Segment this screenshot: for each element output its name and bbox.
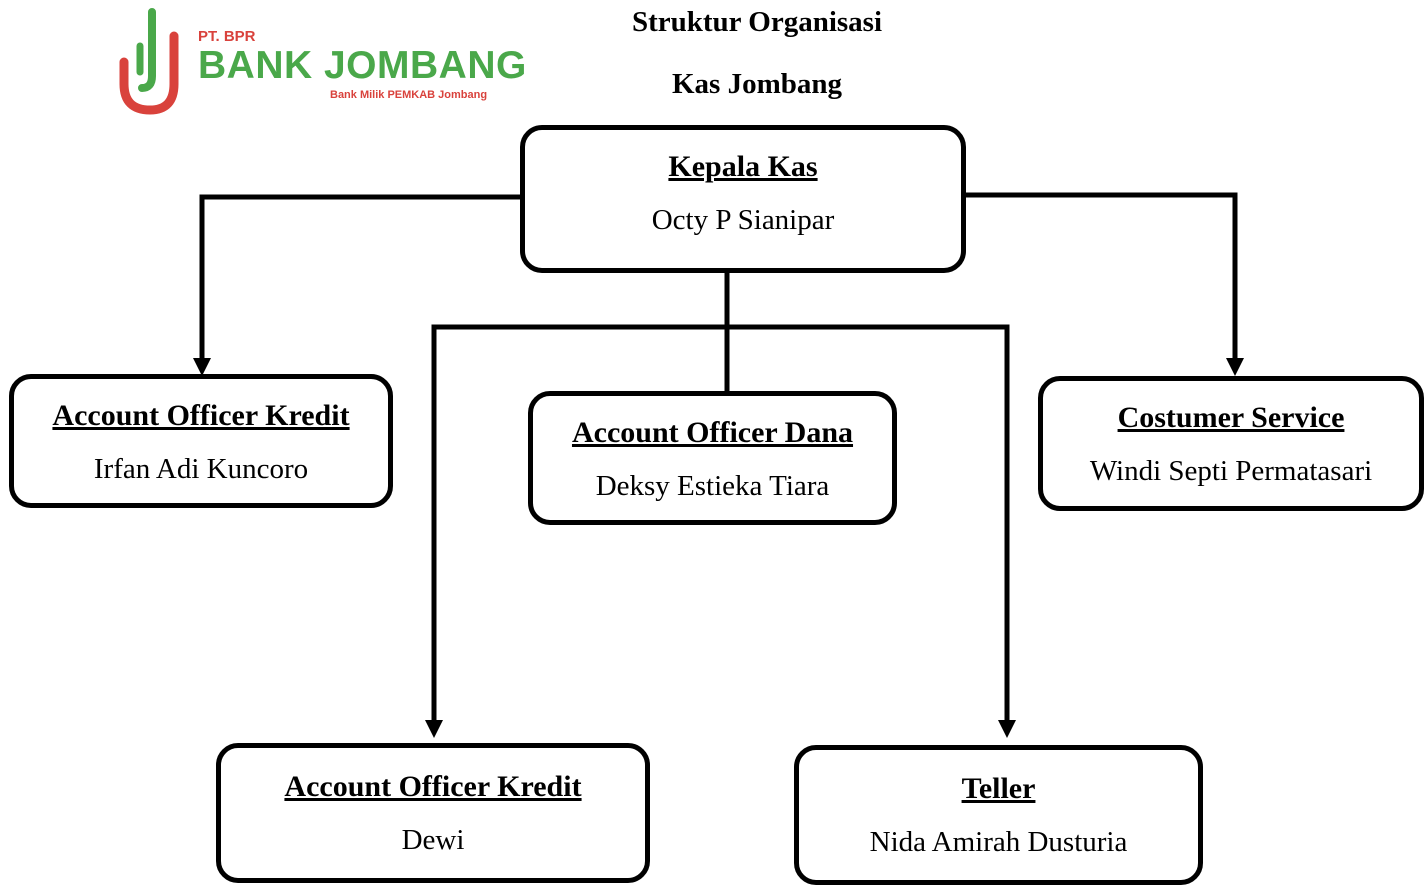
node-account-officer-dana: Account Officer Dana Deksy Estieka Tiara bbox=[528, 391, 897, 525]
node-role: Account Officer Dana bbox=[571, 416, 854, 449]
logo-pt-text: PT. BPR bbox=[198, 28, 256, 45]
node-role: Teller bbox=[961, 772, 1036, 805]
node-person: Windi Septi Permatasari bbox=[1089, 455, 1373, 487]
bank-logo: PT. BPR BANK JOMBANG Bank Milik PEMKAB J… bbox=[112, 6, 526, 116]
node-role: Kepala Kas bbox=[668, 150, 818, 183]
page-subtitle: Kas Jombang bbox=[671, 68, 842, 100]
node-role: Costumer Service bbox=[1117, 401, 1345, 434]
node-person: Dewi bbox=[401, 824, 465, 856]
node-person: Nida Amirah Dusturia bbox=[869, 826, 1128, 858]
node-costumer-service: Costumer Service Windi Septi Permatasari bbox=[1038, 376, 1424, 511]
connector-ao-kredit-2 bbox=[431, 324, 727, 722]
node-person: Deksy Estieka Tiara bbox=[595, 470, 830, 502]
page-title: Struktur Organisasi bbox=[631, 6, 883, 38]
node-account-officer-kredit-2: Account Officer Kredit Dewi bbox=[216, 743, 650, 883]
logo-mark-icon bbox=[119, 8, 179, 115]
connector-kepala-cs bbox=[964, 192, 1238, 360]
node-role: Account Officer Kredit bbox=[52, 399, 350, 432]
node-account-officer-kredit-1: Account Officer Kredit Irfan Adi Kuncoro bbox=[9, 374, 393, 508]
logo-tagline: Bank Milik PEMKAB Jombang bbox=[330, 89, 488, 101]
node-person: Octy P Sianipar bbox=[651, 204, 835, 236]
node-kepala-kas: Kepala Kas Octy P Sianipar bbox=[520, 125, 966, 273]
arrow-head-icon bbox=[425, 720, 443, 738]
connector-kepala-ao-kredit-1 bbox=[199, 194, 523, 360]
node-role: Account Officer Kredit bbox=[284, 770, 582, 803]
node-person: Irfan Adi Kuncoro bbox=[93, 453, 309, 485]
arrow-head-icon bbox=[1226, 358, 1244, 376]
arrow-head-icon bbox=[193, 358, 211, 376]
node-teller: Teller Nida Amirah Dusturia bbox=[794, 745, 1203, 885]
connector-teller bbox=[727, 324, 1010, 722]
arrow-head-icon bbox=[998, 720, 1016, 738]
logo-bank-name: BANK JOMBANG bbox=[198, 44, 527, 87]
